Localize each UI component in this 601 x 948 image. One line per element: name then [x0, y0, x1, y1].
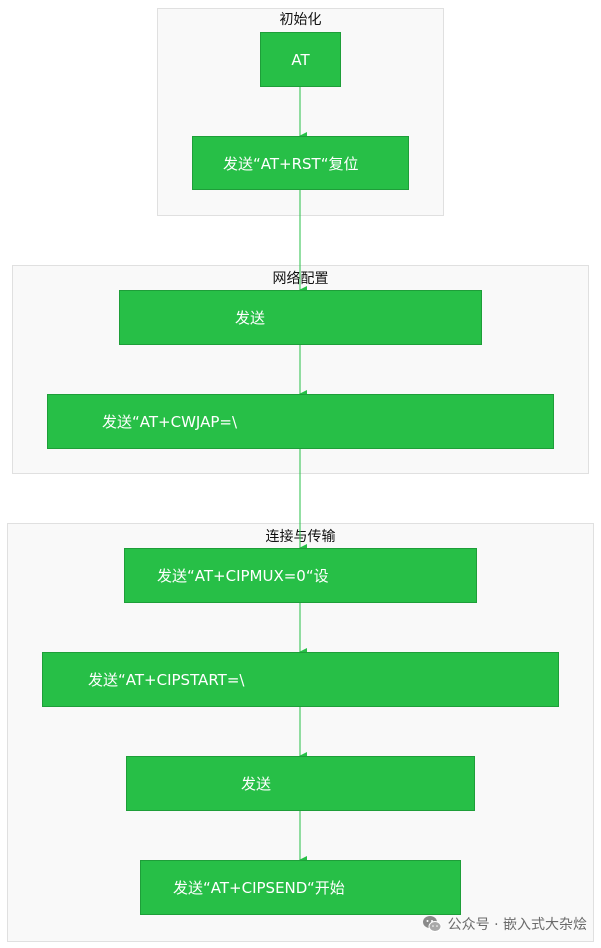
node-at-cwjap: 发送“AT+CWJAP=\: [47, 394, 554, 449]
node-at-cipsend: 发送“AT+CIPSEND“开始: [140, 860, 461, 915]
node-at-label: AT: [291, 50, 310, 69]
watermark-text: 公众号 · 嵌入式大杂烩: [447, 917, 587, 933]
node-send-1-label: 发送: [235, 309, 266, 327]
watermark: 公众号 · 嵌入式大杂烩: [422, 913, 587, 935]
node-at-cipmux: 发送“AT+CIPMUX=0“设: [124, 548, 477, 603]
node-at-rst: 发送“AT+RST“复位: [192, 136, 409, 190]
node-send-1: 发送: [119, 290, 482, 345]
group-init-title: 初始化: [279, 12, 322, 28]
node-at-rst-label: 发送“AT+RST“复位: [223, 154, 359, 173]
node-at-cipstart-label: 发送“AT+CIPSTART=\: [88, 671, 245, 689]
node-at: AT: [260, 32, 341, 87]
node-at-cipsend-label: 发送“AT+CIPSEND“开始: [173, 879, 345, 897]
node-send-2: 发送: [126, 756, 475, 811]
node-at-cipmux-label: 发送“AT+CIPMUX=0“设: [157, 567, 329, 585]
node-at-cipstart: 发送“AT+CIPSTART=\: [42, 652, 559, 707]
node-send-2-label: 发送: [241, 775, 272, 793]
wechat-logo-icon: [422, 914, 442, 934]
node-at-cwjap-label: 发送“AT+CWJAP=\: [102, 413, 237, 431]
